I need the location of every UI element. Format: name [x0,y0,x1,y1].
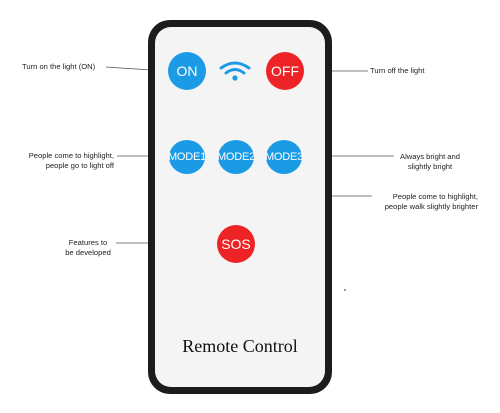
mode3-button-label: MODE3 [264,151,304,163]
mode3-callout-line2: slightly bright [407,162,453,171]
remote-control-label: Remote Control [182,336,298,356]
off-callout-text: Turn off the light [370,66,425,75]
mode2-callout: People come to highlight, people walk sl… [370,192,478,212]
on-button[interactable]: ON [168,52,206,90]
mode2-callout-line1: People come to highlight, [392,192,478,201]
off-button[interactable]: OFF [266,52,304,90]
mode1-button-label: MODE1 [167,151,207,163]
on-callout-text: Turn on the light (ON) [22,62,96,71]
wifi-icon [219,61,251,81]
mode3-callout-line1: Always bright and [400,152,460,161]
mode1-callout-line1: People come to highlight, [28,151,114,160]
dust-speck [344,289,346,291]
off-callout: Turn off the light [370,66,424,76]
mode2-button[interactable]: MODE2 [216,140,256,174]
sos-callout-line2: be developed [65,248,111,257]
on-button-label: ON [176,63,198,79]
mode2-button-label: MODE2 [216,151,256,163]
on-callout: Turn on the light (ON) [22,62,95,72]
mode3-button[interactable]: MODE3 [264,140,304,174]
sos-callout: Features to be developed [60,238,116,258]
mode3-callout: Always bright and slightly bright [390,152,470,172]
mode1-callout: People come to highlight, people go to l… [14,151,114,171]
sos-callout-line1: Features to [68,238,108,247]
sos-button-label: SOS [221,236,251,252]
off-button-label: OFF [271,63,299,79]
mode1-callout-line2: people go to light off [45,161,114,170]
mode1-button[interactable]: MODE1 [167,140,207,174]
sos-button[interactable]: SOS [217,225,255,263]
mode2-callout-line2: people walk slightly brighter [384,202,478,211]
